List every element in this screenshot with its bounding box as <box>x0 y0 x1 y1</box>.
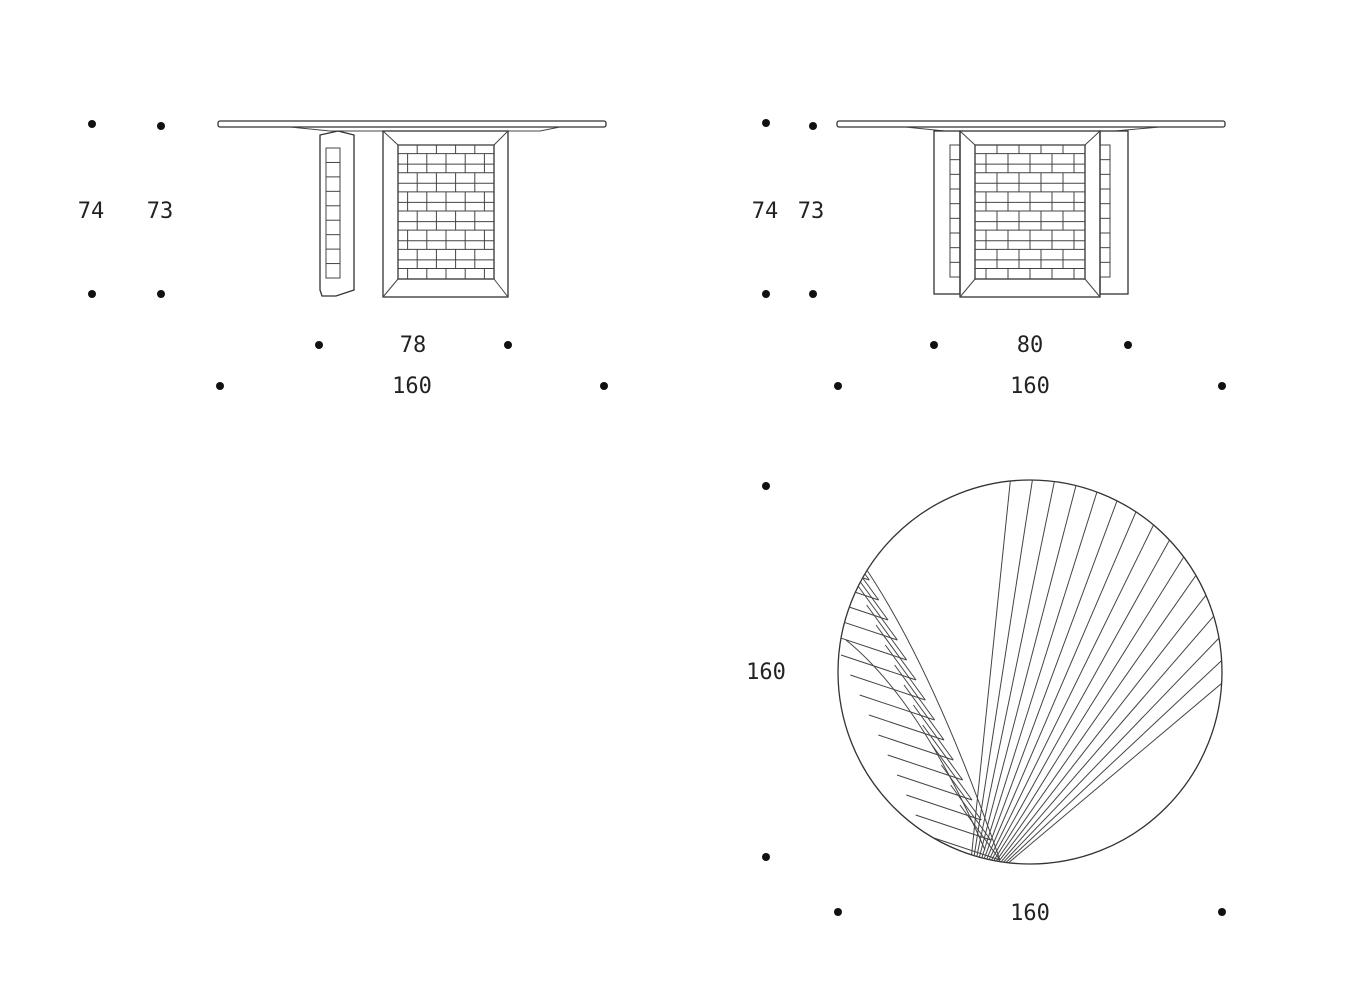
dim-marker <box>504 341 512 349</box>
dim-marker <box>762 482 770 490</box>
dim-marker <box>315 341 323 349</box>
front-view <box>836 120 1226 298</box>
dim-marker <box>809 290 817 298</box>
front-top-width-label: 160 <box>1010 374 1050 399</box>
side-view-woven-panel <box>382 130 509 298</box>
dim-marker <box>762 119 770 127</box>
side-height-base-label: 73 <box>147 199 174 224</box>
front-height-base-label: 73 <box>798 199 825 224</box>
side-height-total-label: 74 <box>78 199 105 224</box>
dim-marker <box>1218 908 1226 916</box>
front-view-woven-panel <box>959 130 1101 298</box>
front-view-tabletop <box>836 120 1226 132</box>
plan-diameter-horizontal-label: 160 <box>1010 901 1050 926</box>
front-view-right-panel <box>1099 130 1129 295</box>
dim-marker <box>834 908 842 916</box>
round-tabletop <box>837 479 1223 865</box>
dim-marker <box>157 290 165 298</box>
dim-marker <box>809 122 817 130</box>
front-view-dimensions: 74 73 80 160 <box>752 119 1226 399</box>
dim-marker <box>1124 341 1132 349</box>
dim-marker <box>834 382 842 390</box>
plan-view-dimensions: 160 160 <box>746 482 1226 926</box>
side-view <box>217 120 607 298</box>
side-view-narrow-panel <box>319 130 355 297</box>
dim-marker <box>930 341 938 349</box>
dim-marker <box>762 290 770 298</box>
side-base-width-label: 78 <box>400 333 427 358</box>
plan-view <box>837 479 1223 865</box>
palm-leaf-pattern <box>838 480 1222 864</box>
dim-marker <box>157 122 165 130</box>
front-view-left-panel <box>933 130 961 295</box>
dim-marker <box>600 382 608 390</box>
side-view-dimensions: 74 73 78 160 <box>78 120 608 399</box>
plan-diameter-vertical-label: 160 <box>746 660 786 685</box>
dim-marker <box>88 120 96 128</box>
dim-marker <box>762 853 770 861</box>
dim-marker <box>88 290 96 298</box>
dim-marker <box>1218 382 1226 390</box>
front-base-width-label: 80 <box>1017 333 1044 358</box>
side-top-width-label: 160 <box>392 374 432 399</box>
dim-marker <box>216 382 224 390</box>
front-height-total-label: 74 <box>752 199 779 224</box>
side-view-tabletop <box>217 120 607 132</box>
